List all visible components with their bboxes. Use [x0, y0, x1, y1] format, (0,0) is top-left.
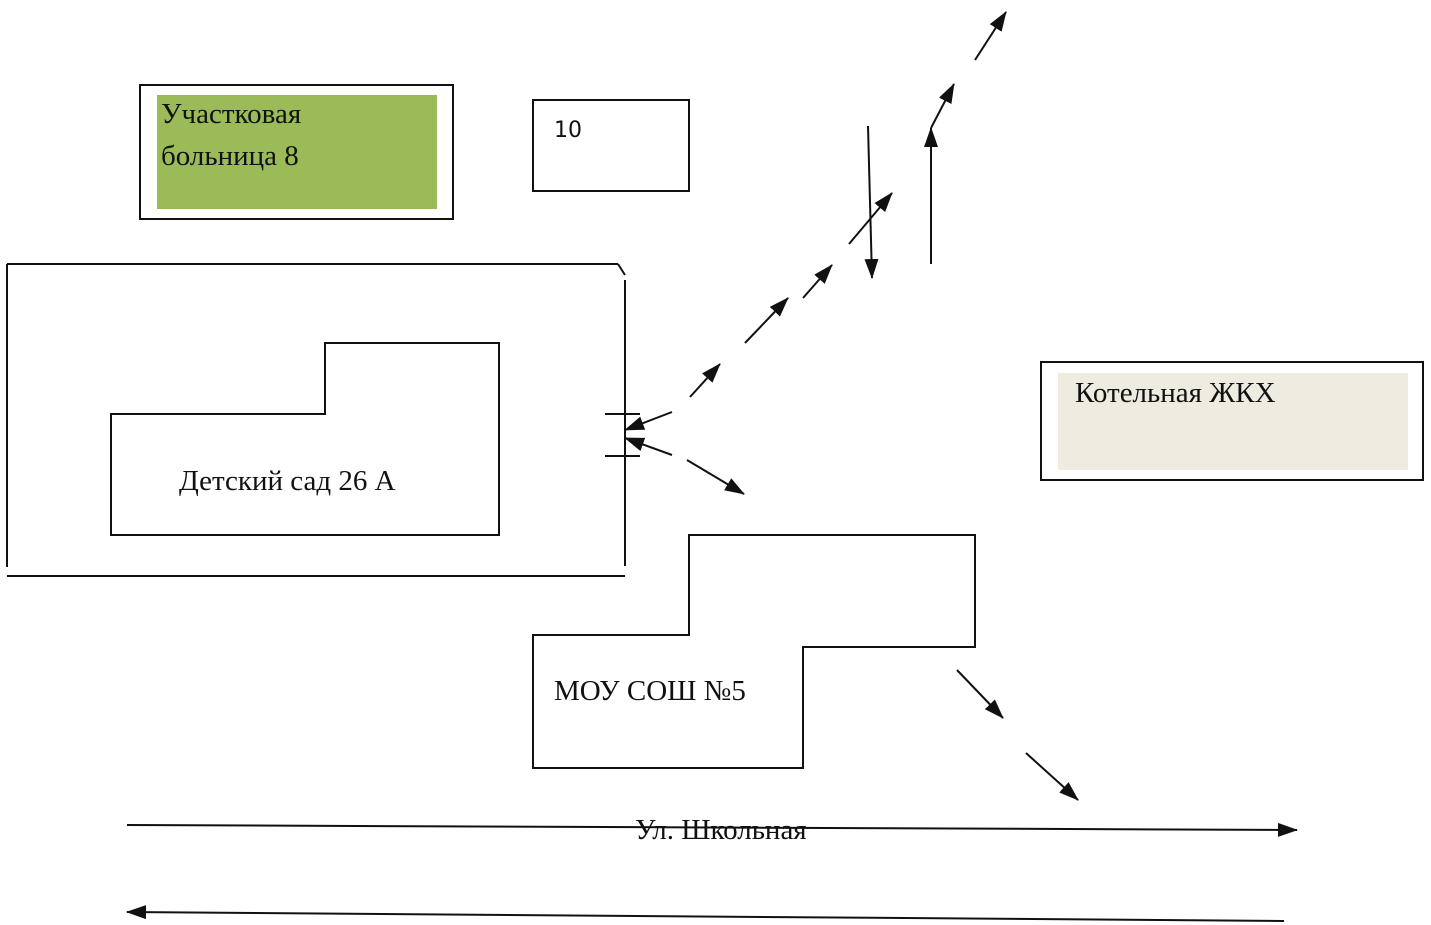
boiler-label: Котельная ЖКХ — [1075, 377, 1276, 409]
route-arrow-to-school — [686, 459, 745, 495]
route-arrow-diag-1 — [689, 363, 721, 398]
hospital-label-line1: Участковая — [161, 98, 302, 130]
hospital-label-line2: больница 8 — [161, 140, 299, 172]
kindergarten-territory — [6, 263, 626, 577]
route-arrow-diag-2 — [744, 297, 789, 344]
number-box-label: 10 — [554, 118, 582, 143]
route-arrow-diag-3 — [802, 264, 833, 299]
school-building — [532, 534, 976, 769]
route-arrow-up-diag-1 — [930, 83, 955, 129]
boiler-block — [1040, 361, 1424, 481]
hospital-block — [139, 84, 454, 220]
route-arrow-to-gate-lower — [624, 437, 673, 456]
street-lane-eastbound — [126, 822, 1298, 837]
kindergarten-label: Детский сад 26 А — [179, 465, 396, 497]
hospital-fill — [157, 95, 437, 209]
route-arrow-school-se-2 — [1025, 752, 1079, 801]
route-arrow-to-gate-upper — [624, 411, 673, 431]
route-arrows — [624, 11, 1079, 801]
number-box — [532, 99, 690, 192]
street-lanes — [126, 822, 1298, 922]
street-lane-westbound — [126, 905, 1285, 922]
kindergarten-building — [110, 342, 500, 536]
school-label: МОУ СОШ №5 — [554, 675, 746, 707]
route-arrow-up-diag-2 — [974, 11, 1007, 61]
route-arrow-school-se-1 — [956, 669, 1004, 719]
kindergarten-gate — [605, 413, 640, 457]
street-label: Ул. Школьная — [635, 814, 807, 846]
route-arrow-down — [864, 125, 879, 279]
boiler-fill — [1058, 373, 1408, 470]
